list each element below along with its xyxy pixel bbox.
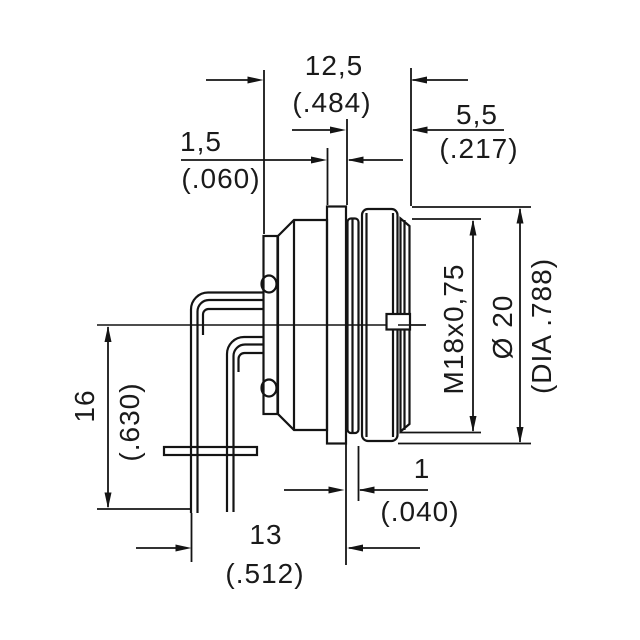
mounting-bar (162, 445, 259, 457)
terminal-wire-upper-2 (196, 298, 264, 513)
terminal-wire-lower-1 (225, 335, 264, 512)
dim-terminal-length: 16 (.630) (69, 326, 191, 510)
dim-terminal-length-inch: (.630) (114, 382, 145, 461)
shaft-slot-tab (385, 312, 412, 331)
terminal-wire-lower-3 (237, 351, 264, 372)
dim-face-offset-mm: 1 (414, 453, 431, 484)
dim-thread: M18x0,75 (400, 218, 481, 434)
dim-bushing-length-mm: 5,5 (456, 99, 498, 130)
potentiometer-side-view (97, 205, 426, 513)
dim-terminal-reach-mm: 13 (249, 519, 282, 550)
dim-diameter-mm: Ø 20 (487, 295, 518, 360)
dim-step-inch: (.060) (181, 163, 260, 194)
dim-diameter-inch: (DIA .788) (526, 258, 557, 394)
dim-terminal-reach-inch: (.512) (225, 558, 304, 589)
rivet-top (260, 274, 278, 294)
dim-bushing-length: 5,5 (.217) (292, 99, 518, 205)
dim-terminal-length-mm: 16 (69, 389, 100, 422)
dim-thread-spec: M18x0,75 (438, 264, 469, 395)
threaded-bushing (399, 216, 411, 434)
front-flange (325, 205, 348, 445)
dim-step: 1,5 (.060) (180, 126, 403, 205)
dim-face-offset: 1 (.040) (284, 446, 459, 527)
dim-body-depth-mm: 12,5 (305, 50, 364, 81)
dim-diameter: Ø 20 (DIA .788) (398, 206, 557, 445)
lock-washer (346, 217, 360, 435)
dim-step-mm: 1,5 (180, 126, 222, 157)
dim-body-depth: 12,5 (.484) (206, 50, 468, 234)
rivet-bottom (260, 378, 278, 398)
dim-face-offset-inch: (.040) (380, 496, 459, 527)
dim-bushing-length-inch: (.217) (439, 133, 518, 164)
terminal-wire-upper-1 (189, 291, 264, 513)
terminal-wire-lower-2 (232, 343, 264, 512)
dim-terminal-reach: 13 (.512) (136, 444, 420, 589)
terminal-wire-upper-3 (201, 307, 264, 335)
dimension-annotations: 12,5 (.484) 5,5 (.217) 1,5 (.060) (69, 50, 557, 589)
dim-body-depth-inch: (.484) (292, 87, 371, 118)
